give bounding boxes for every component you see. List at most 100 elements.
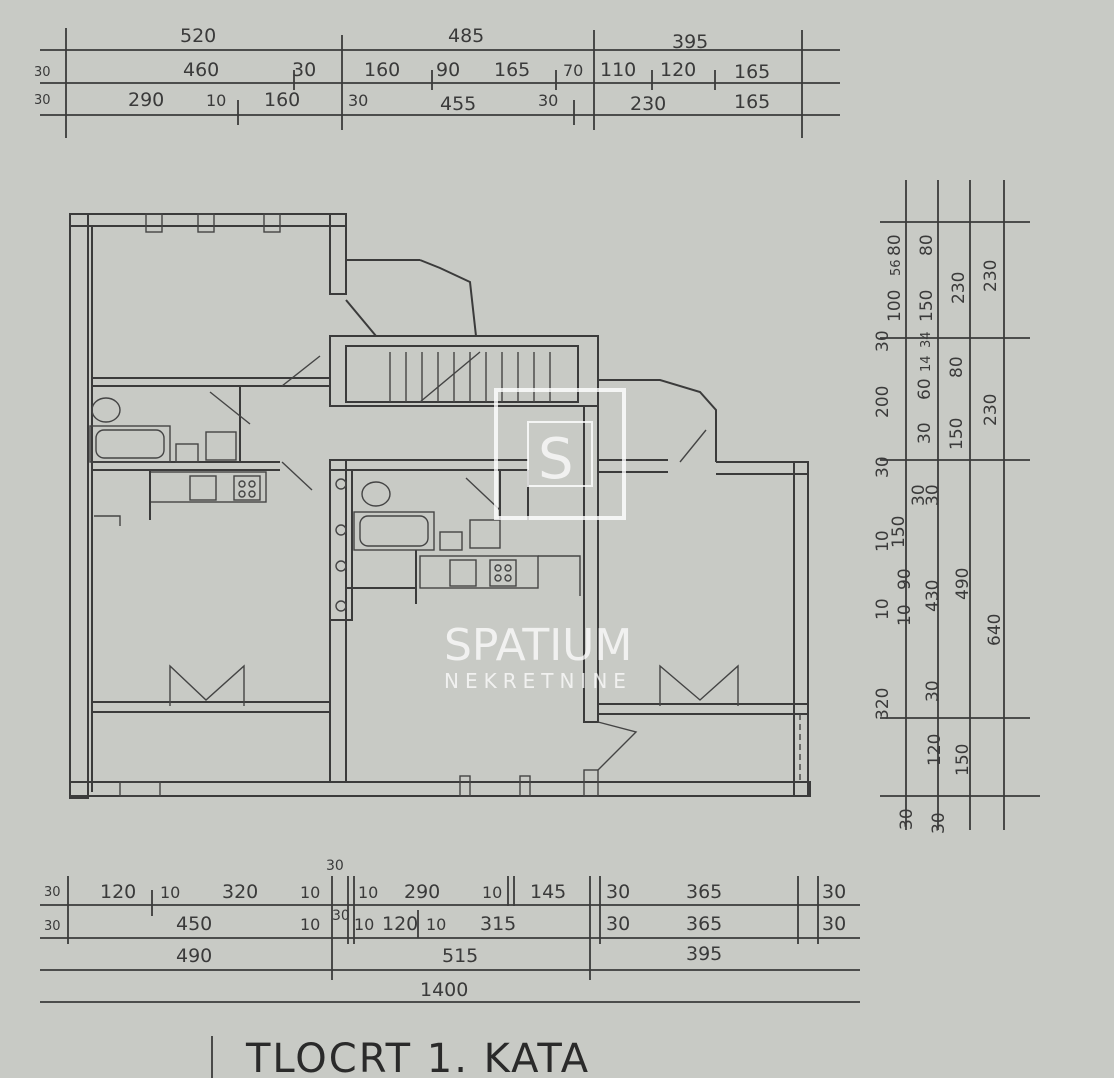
bottom-dim-label: 290 xyxy=(404,881,440,903)
bottom-dim-label: 365 xyxy=(686,913,722,935)
bottom-dim-label: 1400 xyxy=(420,979,468,1001)
right-dim-label: 10 xyxy=(873,530,893,552)
bottom-dim-label: 30 xyxy=(44,919,61,934)
stairs xyxy=(389,351,551,403)
bottom-dimension-lines xyxy=(40,876,860,1078)
right-dim-label: 60 xyxy=(915,378,935,400)
top-dim-label: 30 xyxy=(348,91,368,110)
bottom-dim-label: 320 xyxy=(222,881,258,903)
bottom-dim-label: 490 xyxy=(176,945,212,967)
watermark-sub: NEKRETNINE xyxy=(444,669,632,693)
right-dim-label: 230 xyxy=(981,394,1001,426)
right-dim-label: 10 xyxy=(895,604,915,626)
right-dim-label: 30 xyxy=(873,456,893,478)
right-dim-label: 100 xyxy=(885,290,905,322)
right-dim-label: 230 xyxy=(981,260,1001,292)
bottom-dim-label: 450 xyxy=(176,913,212,935)
right-dim-label: 90 xyxy=(895,568,915,590)
top-dim-label: 160 xyxy=(364,59,400,81)
top-dim-label: 165 xyxy=(494,59,530,81)
right-dim-label: 30 xyxy=(897,808,917,830)
watermark-brand: SPATIUM xyxy=(444,620,632,671)
right-dim-label: 30 xyxy=(923,484,943,506)
bottom-dim-label: 10 xyxy=(482,883,502,902)
bottom-dim-label: 10 xyxy=(300,915,320,934)
top-dim-label: 30 xyxy=(34,93,51,108)
right-dim-label: 320 xyxy=(873,688,893,720)
right-dim-label: 120 xyxy=(925,734,945,766)
right-dim-label: 490 xyxy=(953,568,973,600)
bottom-dim-label: 30 xyxy=(44,885,61,900)
bottom-dim-label: 120 xyxy=(100,881,136,903)
top-dim-label: 460 xyxy=(183,59,219,81)
bottom-dim-label: 365 xyxy=(686,881,722,903)
top-dim-label: 230 xyxy=(630,93,666,115)
top-dimension-lines xyxy=(40,28,840,138)
right-dim-label: 200 xyxy=(873,386,893,418)
top-dim-label: 395 xyxy=(672,31,708,53)
bottom-dim-label: 30 xyxy=(606,913,630,935)
top-dim-label: 30 xyxy=(34,65,51,80)
top-dim-label: 165 xyxy=(734,61,770,83)
top-dim-label: 165 xyxy=(734,91,770,113)
top-dim-label: 290 xyxy=(128,89,164,111)
right-dimension-lines xyxy=(880,180,1040,830)
top-dim-label: 10 xyxy=(206,91,226,110)
floor-plan-walls xyxy=(69,213,811,799)
top-dim-label: 120 xyxy=(660,59,696,81)
right-dim-label: 14 xyxy=(919,355,934,372)
page-title: TLOCRT 1. KATA xyxy=(245,1036,590,1078)
top-dim-label: 455 xyxy=(440,93,476,115)
logo-frame xyxy=(494,388,626,520)
bottom-dim-label: 395 xyxy=(686,943,722,965)
right-dim-label: 150 xyxy=(953,744,973,776)
right-dim-label: 10 xyxy=(873,598,893,620)
bottom-dim-label: 120 xyxy=(382,913,418,935)
logo-letter: S xyxy=(538,427,574,492)
top-dim-label: 485 xyxy=(448,25,484,47)
right-dimension-labels: 30 200 30 10 10 320 30 100 56 80 30 150 … xyxy=(873,234,1005,834)
bottom-dim-label: 10 xyxy=(354,915,374,934)
right-dim-label: 34 xyxy=(919,331,934,348)
bottom-dim-label: 30 xyxy=(822,913,846,935)
bottom-dim-label: 30 xyxy=(822,881,846,903)
right-dim-label: 230 xyxy=(949,272,969,304)
bottom-dim-label: 145 xyxy=(530,881,566,903)
right-dim-label: 150 xyxy=(917,290,937,322)
bottom-dimension-labels: 30 30 120 10 320 10 10 290 10 145 30 365… xyxy=(44,858,846,1001)
right-dim-label: 56 xyxy=(889,259,904,276)
right-dim-label: 30 xyxy=(909,484,929,506)
right-dim-label: 80 xyxy=(947,356,967,378)
right-dim-label: 430 xyxy=(923,580,943,612)
right-dim-label: 640 xyxy=(985,614,1005,646)
bottom-dim-label: 10 xyxy=(300,883,320,902)
top-dim-label: 90 xyxy=(436,59,460,81)
top-dimension-labels: 520 485 395 30 460 30 160 90 165 70 110 … xyxy=(34,25,770,115)
bottom-dim-label: 10 xyxy=(160,883,180,902)
bottom-dim-label: 10 xyxy=(426,915,446,934)
top-dim-label: 30 xyxy=(538,91,558,110)
right-dim-label: 80 xyxy=(917,234,937,256)
right-dim-label: 150 xyxy=(947,418,967,450)
right-dim-label: 30 xyxy=(923,680,943,702)
right-dim-label: 30 xyxy=(929,812,949,834)
top-dim-label: 30 xyxy=(292,59,316,81)
top-dim-label: 160 xyxy=(264,89,300,111)
top-dim-label: 110 xyxy=(600,59,636,81)
right-dim-label: 30 xyxy=(873,330,893,352)
bottom-dim-label: 30 xyxy=(332,908,350,924)
right-dim-label: 30 xyxy=(915,422,935,444)
right-dim-label: 80 xyxy=(885,234,905,256)
bottom-dim-label: 315 xyxy=(480,913,516,935)
bottom-dim-label: 10 xyxy=(358,883,378,902)
watermark: S SPATIUM NEKRETNINE xyxy=(444,388,632,693)
bottom-dim-label: 30 xyxy=(606,881,630,903)
logo-inner-frame xyxy=(527,421,593,487)
right-dim-label: 150 xyxy=(889,516,909,548)
bottom-dim-label: 515 xyxy=(442,945,478,967)
bottom-dim-label: 30 xyxy=(326,858,344,874)
top-dim-label: 70 xyxy=(563,61,583,80)
top-dim-label: 520 xyxy=(180,25,216,47)
